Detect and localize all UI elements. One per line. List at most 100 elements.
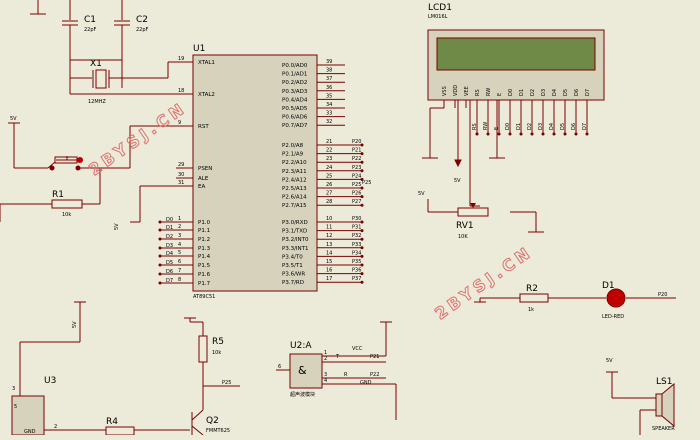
u1-pin-number: 37: [326, 76, 332, 82]
u2a-t: T: [335, 354, 340, 360]
u1-pin-number: 24: [326, 165, 332, 171]
u2a-net-p22: P22: [370, 372, 379, 378]
u1-pin-name: P0.3/AD3: [282, 89, 308, 95]
lcd1-part: LM016L: [428, 14, 448, 20]
p1-junction: [158, 254, 162, 258]
u2a-pin6: 6: [278, 364, 281, 370]
rv1-wiper-icon: [470, 203, 476, 208]
u1-pin-name: P1.5: [198, 263, 211, 269]
u1-pin-number: 19: [178, 56, 184, 62]
lcd-pin-name: D4: [552, 89, 558, 96]
p1-net-label: D7: [166, 278, 173, 284]
net-junction: [360, 177, 364, 181]
net-label: P24: [352, 173, 361, 179]
net-label: P27: [352, 199, 361, 205]
u3-pin2: 2: [54, 424, 57, 430]
p1-net-label: D6: [166, 269, 173, 275]
u2a-net-p21: P21: [370, 354, 379, 360]
u1-pin-number: 26: [326, 182, 332, 188]
reset-network: [0, 122, 193, 223]
lcd-pin-name: D1: [519, 89, 525, 96]
u1-pin-number: 3: [178, 233, 181, 239]
led-circuit: [474, 293, 676, 303]
u2a-gnd: GND: [360, 380, 372, 386]
net-label: P34: [352, 250, 361, 256]
u1-pin-name: P1.6: [198, 272, 211, 278]
net-label: P32: [352, 233, 361, 239]
c1-value: 22pF: [84, 27, 97, 33]
d1-led-icon: [606, 288, 626, 308]
u1-pin-name: EA: [198, 184, 205, 190]
u1-pin-number: 32: [326, 119, 332, 125]
u1-pin-number: 17: [326, 276, 332, 282]
rv1-value: 10K: [458, 234, 468, 240]
speaker-5v-label: 5V: [606, 358, 613, 364]
lcd-junction: [574, 132, 578, 136]
u1-pin-name: P0.1/AD1: [282, 72, 307, 78]
u1-pin-name: P2.2/A10: [282, 160, 307, 166]
net-label: P22: [352, 156, 361, 162]
p1-junction: [158, 272, 162, 276]
p1-junction: [158, 237, 162, 241]
u2a-pin1: 1: [324, 350, 327, 356]
rv1-body: [457, 207, 489, 217]
u1-pin-number: 31: [178, 180, 184, 186]
u1-pin-name: P2.7/A15: [282, 203, 307, 209]
u2a-pin2: 2: [324, 356, 327, 362]
u1-pin-number: 36: [326, 85, 332, 91]
net-label: P35: [352, 259, 361, 265]
c2-value: 22pF: [136, 27, 149, 33]
lcd-net-label: RW: [483, 122, 489, 130]
ls1-part: SPEAKER: [652, 426, 675, 432]
u1-pin-name: P0.2/AD2: [282, 80, 307, 86]
u3-pin3: 3: [12, 386, 15, 392]
u1-pin-number: 27: [326, 191, 332, 197]
net-label: P30: [352, 216, 361, 222]
p1-junction: [158, 228, 162, 232]
ls1-ref: LS1: [656, 377, 672, 387]
lcd-junction: [519, 132, 523, 136]
lcd-pin-name: RS: [475, 89, 481, 96]
u1-pin-name: PSEN: [198, 166, 212, 172]
c1-ref: C1: [84, 15, 96, 25]
u1-pin-number: 11: [326, 225, 332, 231]
u2a-vcc: VCC: [352, 346, 363, 352]
p1-junction: [158, 263, 162, 267]
u2a-part: 超声波模块: [290, 391, 315, 398]
u1-p2-pins: 21P2.0/A8P2022P2.1/A9P2123P2.2/A10P2224P…: [282, 139, 364, 209]
u1-pin-number: 5: [178, 250, 181, 256]
u3-pin-v: 5: [14, 404, 17, 410]
r5-value: 10k: [212, 350, 221, 356]
net-junction: [360, 152, 364, 156]
lcd1-ref: LCD1: [428, 3, 452, 13]
u1-pin-name: P1.7: [198, 281, 211, 287]
net-junction: [360, 195, 364, 199]
lcd-junction: [497, 132, 501, 136]
u1-pin-name: P3.2/INT0: [282, 237, 309, 243]
u1-pin-number: 29: [178, 162, 184, 168]
u2a-pin4: 4: [324, 378, 327, 384]
u1-pin-name: P2.0/A8: [282, 143, 304, 149]
u1-pin-number: 1: [178, 216, 181, 222]
u1-pin-name: P2.3/A11: [282, 169, 307, 175]
net-junction: [360, 254, 364, 258]
u1-pin-name: P3.0/RXD: [282, 220, 308, 226]
u1-microcontroller: [192, 54, 318, 292]
net-label: P31: [352, 225, 361, 231]
lcd-junction: [541, 132, 545, 136]
r2-value: 1k: [528, 307, 534, 313]
u1-pin-name: P0.0/AD0: [282, 63, 308, 69]
u2a-pin3: 3: [324, 372, 327, 378]
net-junction: [360, 229, 364, 233]
d1-ref: D1: [602, 281, 615, 291]
lcd-junction: [585, 132, 589, 136]
u1-pin-name: P2.6/A14: [282, 195, 307, 201]
u1-pin-name: P0.4/AD4: [282, 97, 308, 103]
lcd-junction: [508, 132, 512, 136]
u1-pin-name: P3.1/TXD: [282, 229, 307, 235]
u1-pin-name: P1.2: [198, 237, 210, 243]
lcd-pin-name: D6: [574, 89, 580, 96]
